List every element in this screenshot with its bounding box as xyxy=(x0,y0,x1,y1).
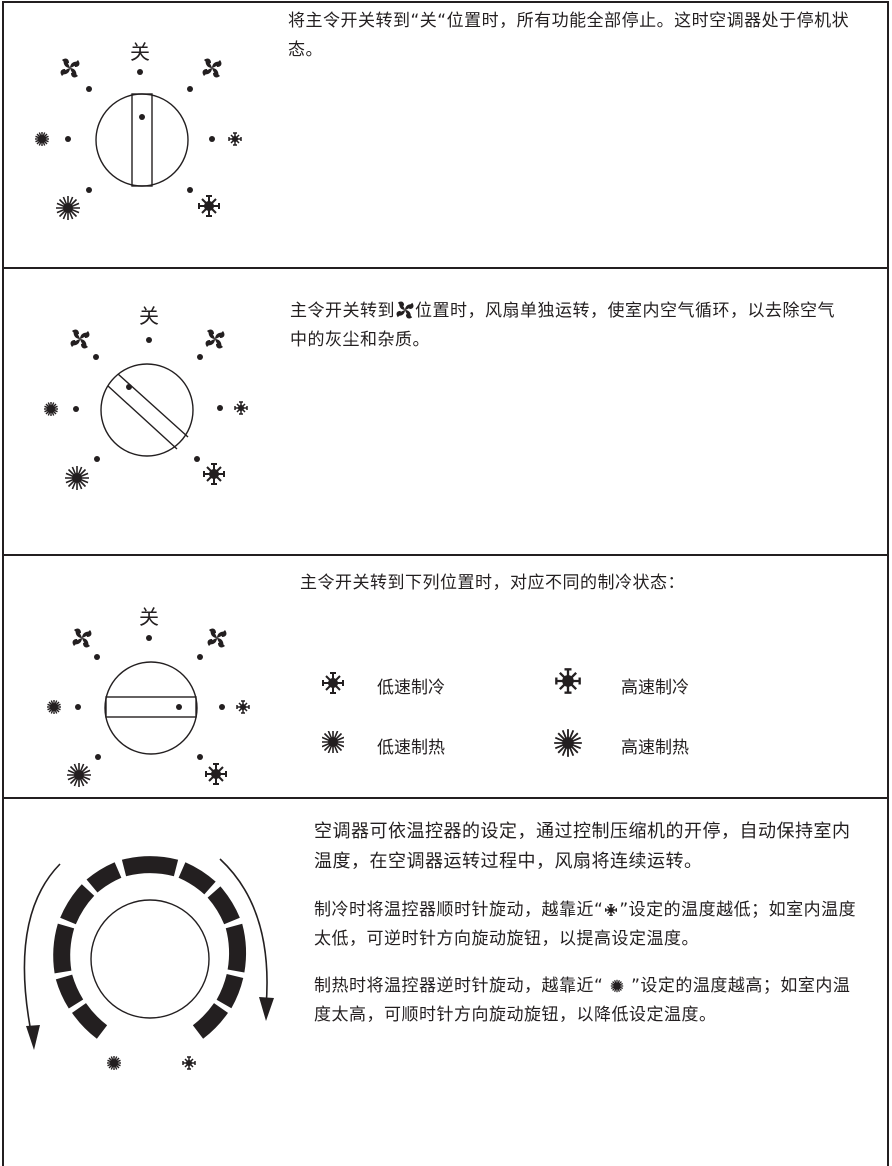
dial-off-label: 关 xyxy=(139,605,159,629)
clockwise-arrow-icon xyxy=(219,858,274,1021)
snowflake-icon xyxy=(182,1056,196,1070)
sun-large-icon xyxy=(553,728,583,758)
sun-icon xyxy=(106,1055,122,1071)
snowflake-icon xyxy=(605,904,618,916)
mode-dial-off: 关 xyxy=(34,40,242,221)
dial-dots xyxy=(65,69,215,193)
sun-icon xyxy=(610,979,625,993)
snowflake-small-icon xyxy=(322,672,344,694)
mode-dial-fan: 关 xyxy=(43,304,248,491)
snowflake-large-icon xyxy=(205,763,227,785)
sun-small-icon xyxy=(34,131,50,147)
snowflake-large-icon xyxy=(555,668,581,694)
mode-dial-cool: 关 xyxy=(46,605,250,788)
dial-pointer xyxy=(105,696,197,718)
fan-high-icon xyxy=(202,58,222,78)
dial-pointer xyxy=(131,93,153,187)
sun-large-icon xyxy=(66,762,92,788)
snowflake-large-icon xyxy=(198,195,220,217)
fan-icon xyxy=(396,301,414,319)
dial-dots xyxy=(75,635,225,760)
snowflake-small-icon xyxy=(236,700,250,714)
counterclockwise-arrow-icon xyxy=(23,863,61,1050)
section4-paragraph2: 制冷时将温控器顺时针旋动，越靠近“”设定的温度越低；如室内温度太低，可逆时针方向… xyxy=(314,900,857,949)
dial-knob[interactable] xyxy=(95,93,189,187)
dial-knob[interactable] xyxy=(100,363,194,457)
section2-description: 主令开关转到位置时，风扇单独运转，使室内空气循环，以去除空气中的灰尘和杂质。 xyxy=(290,297,852,355)
dial-pointer-dot xyxy=(126,384,132,390)
dial-pointer xyxy=(107,373,189,450)
mode-label-low-cool: 低速制冷 xyxy=(377,678,445,698)
mode-label-low-heat: 低速制热 xyxy=(377,738,445,758)
section2-text: 主令开关转到位置时，风扇单独运转，使室内空气循环，以去除空气中的灰尘和杂质。 xyxy=(290,301,835,350)
mode-label-high-heat: 高速制热 xyxy=(621,738,689,758)
fan-low-icon xyxy=(72,628,92,648)
mode-label-high-cool: 高速制冷 xyxy=(621,678,689,698)
dial-dots xyxy=(73,337,223,462)
sun-small-icon xyxy=(322,731,344,753)
dial-off-label: 关 xyxy=(130,40,150,64)
sun-small-icon xyxy=(43,401,59,417)
section-thermostat: 空调器可依温控器的设定，通过控制压缩机的开停，自动保持室内温度，在空调器运转过程… xyxy=(2,797,889,1166)
fan-low-icon xyxy=(70,329,90,349)
section3-intro: 主令开关转到下列位置时，对应不同的制冷状态： xyxy=(300,573,685,593)
sun-small-icon xyxy=(46,699,62,715)
thermostat-knob[interactable] xyxy=(90,899,210,1019)
dial-pointer-dot xyxy=(176,704,182,710)
sun-large-icon xyxy=(55,195,81,221)
dial-off-label: 关 xyxy=(139,304,159,328)
fan-high-icon xyxy=(205,329,225,349)
snowflake-large-icon xyxy=(203,463,225,485)
thermostat-scale-arc xyxy=(53,856,247,1039)
section4-paragraph1: 空调器可依温控器的设定，通过控制压缩机的开停，自动保持室内温度，在空调器运转过程… xyxy=(314,821,851,872)
section4-paragraph3: 制热时将温控器逆时针旋动，越靠近“ ”设定的温度越高；如室内温度太高，可顺时针方… xyxy=(314,976,851,1025)
sun-large-icon xyxy=(64,465,90,491)
thermostat-dial xyxy=(23,856,274,1071)
section1-description: 将主令开关转到“关“位置时，所有功能全部停止。这时空调器处于停机状态。 xyxy=(288,7,858,65)
section4-description: 空调器可依温控器的设定，通过控制压缩机的开停，自动保持室内温度，在空调器运转过程… xyxy=(314,817,864,1030)
dial-pointer-dot xyxy=(139,114,145,120)
section-off-position: 关 将主令开关转到“关“位置时，所有功能全部停止。这时空调器处于停机状态。 xyxy=(2,1,889,269)
fan-low-icon xyxy=(60,58,80,78)
snowflake-small-icon xyxy=(234,401,248,415)
section-fan-position: 关 主令开关转到位置时，风扇单独运转，使室内空气循环，以去除空气中的灰尘和杂质。 xyxy=(2,267,889,556)
fan-high-icon xyxy=(207,628,227,648)
section-cool-heat-positions: 关 主令开关转到下列位置时，对应不同的制冷状态： 低速制冷 高速制冷 低速制热 … xyxy=(2,554,889,799)
dial-knob[interactable] xyxy=(104,661,198,755)
snowflake-small-icon xyxy=(228,132,242,146)
section1-text: 将主令开关转到“关“位置时，所有功能全部停止。这时空调器处于停机状态。 xyxy=(288,11,850,60)
